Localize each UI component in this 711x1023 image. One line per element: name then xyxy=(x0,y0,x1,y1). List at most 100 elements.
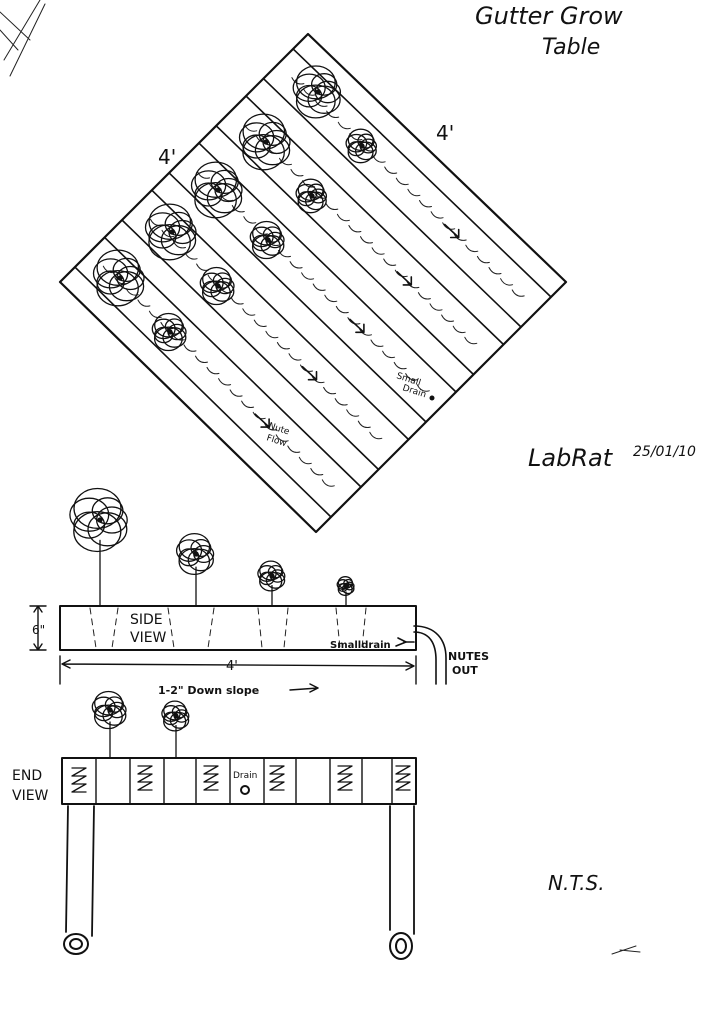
top-plant xyxy=(249,220,285,260)
hatch-stroke xyxy=(337,121,351,130)
flow-arrow xyxy=(301,365,318,381)
end-plant xyxy=(161,700,190,732)
gutter-edge xyxy=(121,219,380,471)
side-view-box xyxy=(59,605,417,651)
leaf-loop xyxy=(257,565,277,582)
leaf-loop xyxy=(258,121,287,147)
leaf-loop xyxy=(347,128,374,152)
hatch-stroke xyxy=(218,378,232,386)
hatch-stroke xyxy=(195,355,208,363)
hatch-stroke xyxy=(253,319,267,327)
hatch-stroke xyxy=(382,350,396,359)
signature-date: 25/01/10 xyxy=(633,444,696,460)
hatch-stroke xyxy=(371,247,385,255)
hatch-stroke xyxy=(275,434,289,442)
leaf-loop xyxy=(154,312,183,338)
side-length-dim xyxy=(59,655,417,685)
side-view-diagram xyxy=(29,487,447,693)
hatch-stroke xyxy=(241,400,255,408)
side-height-dim xyxy=(29,605,47,651)
flow-arrows xyxy=(254,223,460,428)
leaf-loop xyxy=(91,696,116,718)
hatch-stroke xyxy=(324,294,338,303)
end-zigzags xyxy=(71,765,411,793)
nutes-out-label-1: NUTES xyxy=(448,650,489,663)
hatch-stroke xyxy=(311,375,325,384)
corner-scribble xyxy=(0,0,46,77)
leaf-loop xyxy=(249,226,274,248)
side-view-label-2: VIEW xyxy=(130,630,167,646)
hatch-stroke xyxy=(137,299,151,307)
leaf-loop xyxy=(297,178,324,202)
hatch-stroke xyxy=(298,456,312,465)
leaf-loop xyxy=(347,140,374,164)
hatch-stroke xyxy=(453,233,467,241)
leaf-loop xyxy=(178,532,211,561)
leaf-loop xyxy=(91,497,124,525)
end-dividers xyxy=(95,757,393,805)
gutter-edge xyxy=(198,142,457,393)
end-view-label-1: END xyxy=(12,768,42,784)
leaf-loop xyxy=(210,169,239,195)
top-dim-left: 4' xyxy=(158,145,176,169)
leaf-loop xyxy=(69,497,110,532)
leaf-loop xyxy=(175,539,203,562)
leaf-loop xyxy=(202,266,231,292)
hatch-stroke xyxy=(500,278,514,286)
end-zigzag xyxy=(203,765,219,791)
hatch-stroke xyxy=(183,344,197,352)
hatch-stroke xyxy=(326,110,340,118)
stem-dot xyxy=(215,283,221,289)
hatch-stroke xyxy=(230,297,244,305)
end-zigzag xyxy=(137,765,153,791)
plant-canopies xyxy=(92,65,378,352)
hatch-stroke xyxy=(310,468,324,476)
top-plant xyxy=(190,161,243,219)
hatch-stroke xyxy=(243,216,257,224)
leaf-loop xyxy=(295,183,318,203)
side-plant xyxy=(257,560,286,592)
leaf-loop xyxy=(357,133,375,149)
top-plant xyxy=(151,312,187,352)
leaf-loop xyxy=(252,220,281,246)
nutes-out-label-2: OUT xyxy=(452,664,478,677)
hatch-stroke xyxy=(321,479,335,487)
leaf-loop xyxy=(94,690,123,716)
end-view-box xyxy=(61,757,417,805)
table-outline xyxy=(58,32,568,534)
hatch-stroke xyxy=(430,211,444,219)
flow-arrow xyxy=(254,413,270,428)
leaf-loop xyxy=(73,511,122,553)
side-plants xyxy=(69,487,355,607)
top-plant xyxy=(292,65,342,119)
hatch-stroke xyxy=(184,252,198,260)
hatch-stroke xyxy=(464,336,478,345)
hatch-stroke xyxy=(303,88,316,96)
gutter-channels xyxy=(74,48,552,518)
hatch-stroke xyxy=(511,289,525,297)
stem-dot xyxy=(215,187,221,193)
leaf-loop xyxy=(112,257,141,283)
leaf-loop xyxy=(242,133,285,171)
leaf-loop xyxy=(148,203,192,240)
hatch-stroke xyxy=(349,133,363,141)
nutes-out-pipe xyxy=(395,625,447,685)
leaf-loop xyxy=(345,133,368,153)
leaf-loop xyxy=(164,211,193,237)
leaf-loop xyxy=(259,560,283,581)
hatch-stroke xyxy=(359,328,372,336)
casters xyxy=(63,932,413,960)
leaf-loop xyxy=(161,705,181,722)
stem-dot xyxy=(315,89,321,95)
leaf-loop xyxy=(163,711,187,732)
hatch-stroke xyxy=(476,255,490,264)
top-plant xyxy=(295,178,328,214)
slope-arrow xyxy=(289,683,319,693)
gutter-edge xyxy=(103,236,362,488)
leaf-loop xyxy=(295,65,336,100)
gutter-edge xyxy=(74,266,332,518)
leaf-loop xyxy=(199,272,224,294)
gutter-edge xyxy=(151,189,410,441)
corner-mark xyxy=(611,945,641,955)
